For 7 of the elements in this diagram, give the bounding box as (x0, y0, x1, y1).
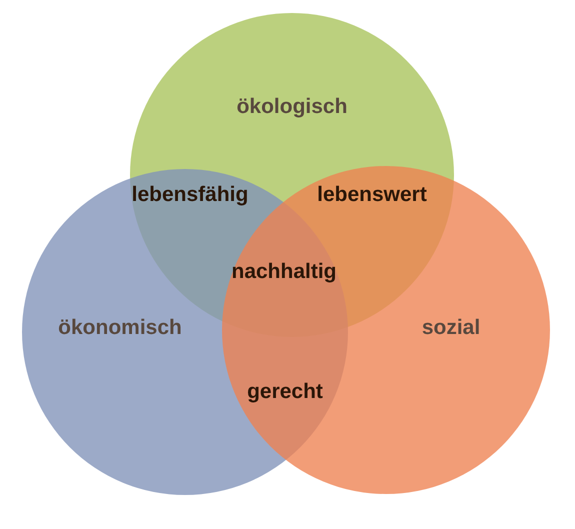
overlap-label: gerecht (247, 380, 323, 404)
circle-label: sozial (422, 316, 480, 340)
circle-label: ökologisch (236, 95, 348, 119)
overlap-label: nachhaltig (232, 260, 336, 284)
overlap-label: lebensfähig (132, 183, 248, 207)
circle-label: ökonomisch (58, 316, 182, 340)
overlap-label: lebenswert (317, 183, 427, 207)
